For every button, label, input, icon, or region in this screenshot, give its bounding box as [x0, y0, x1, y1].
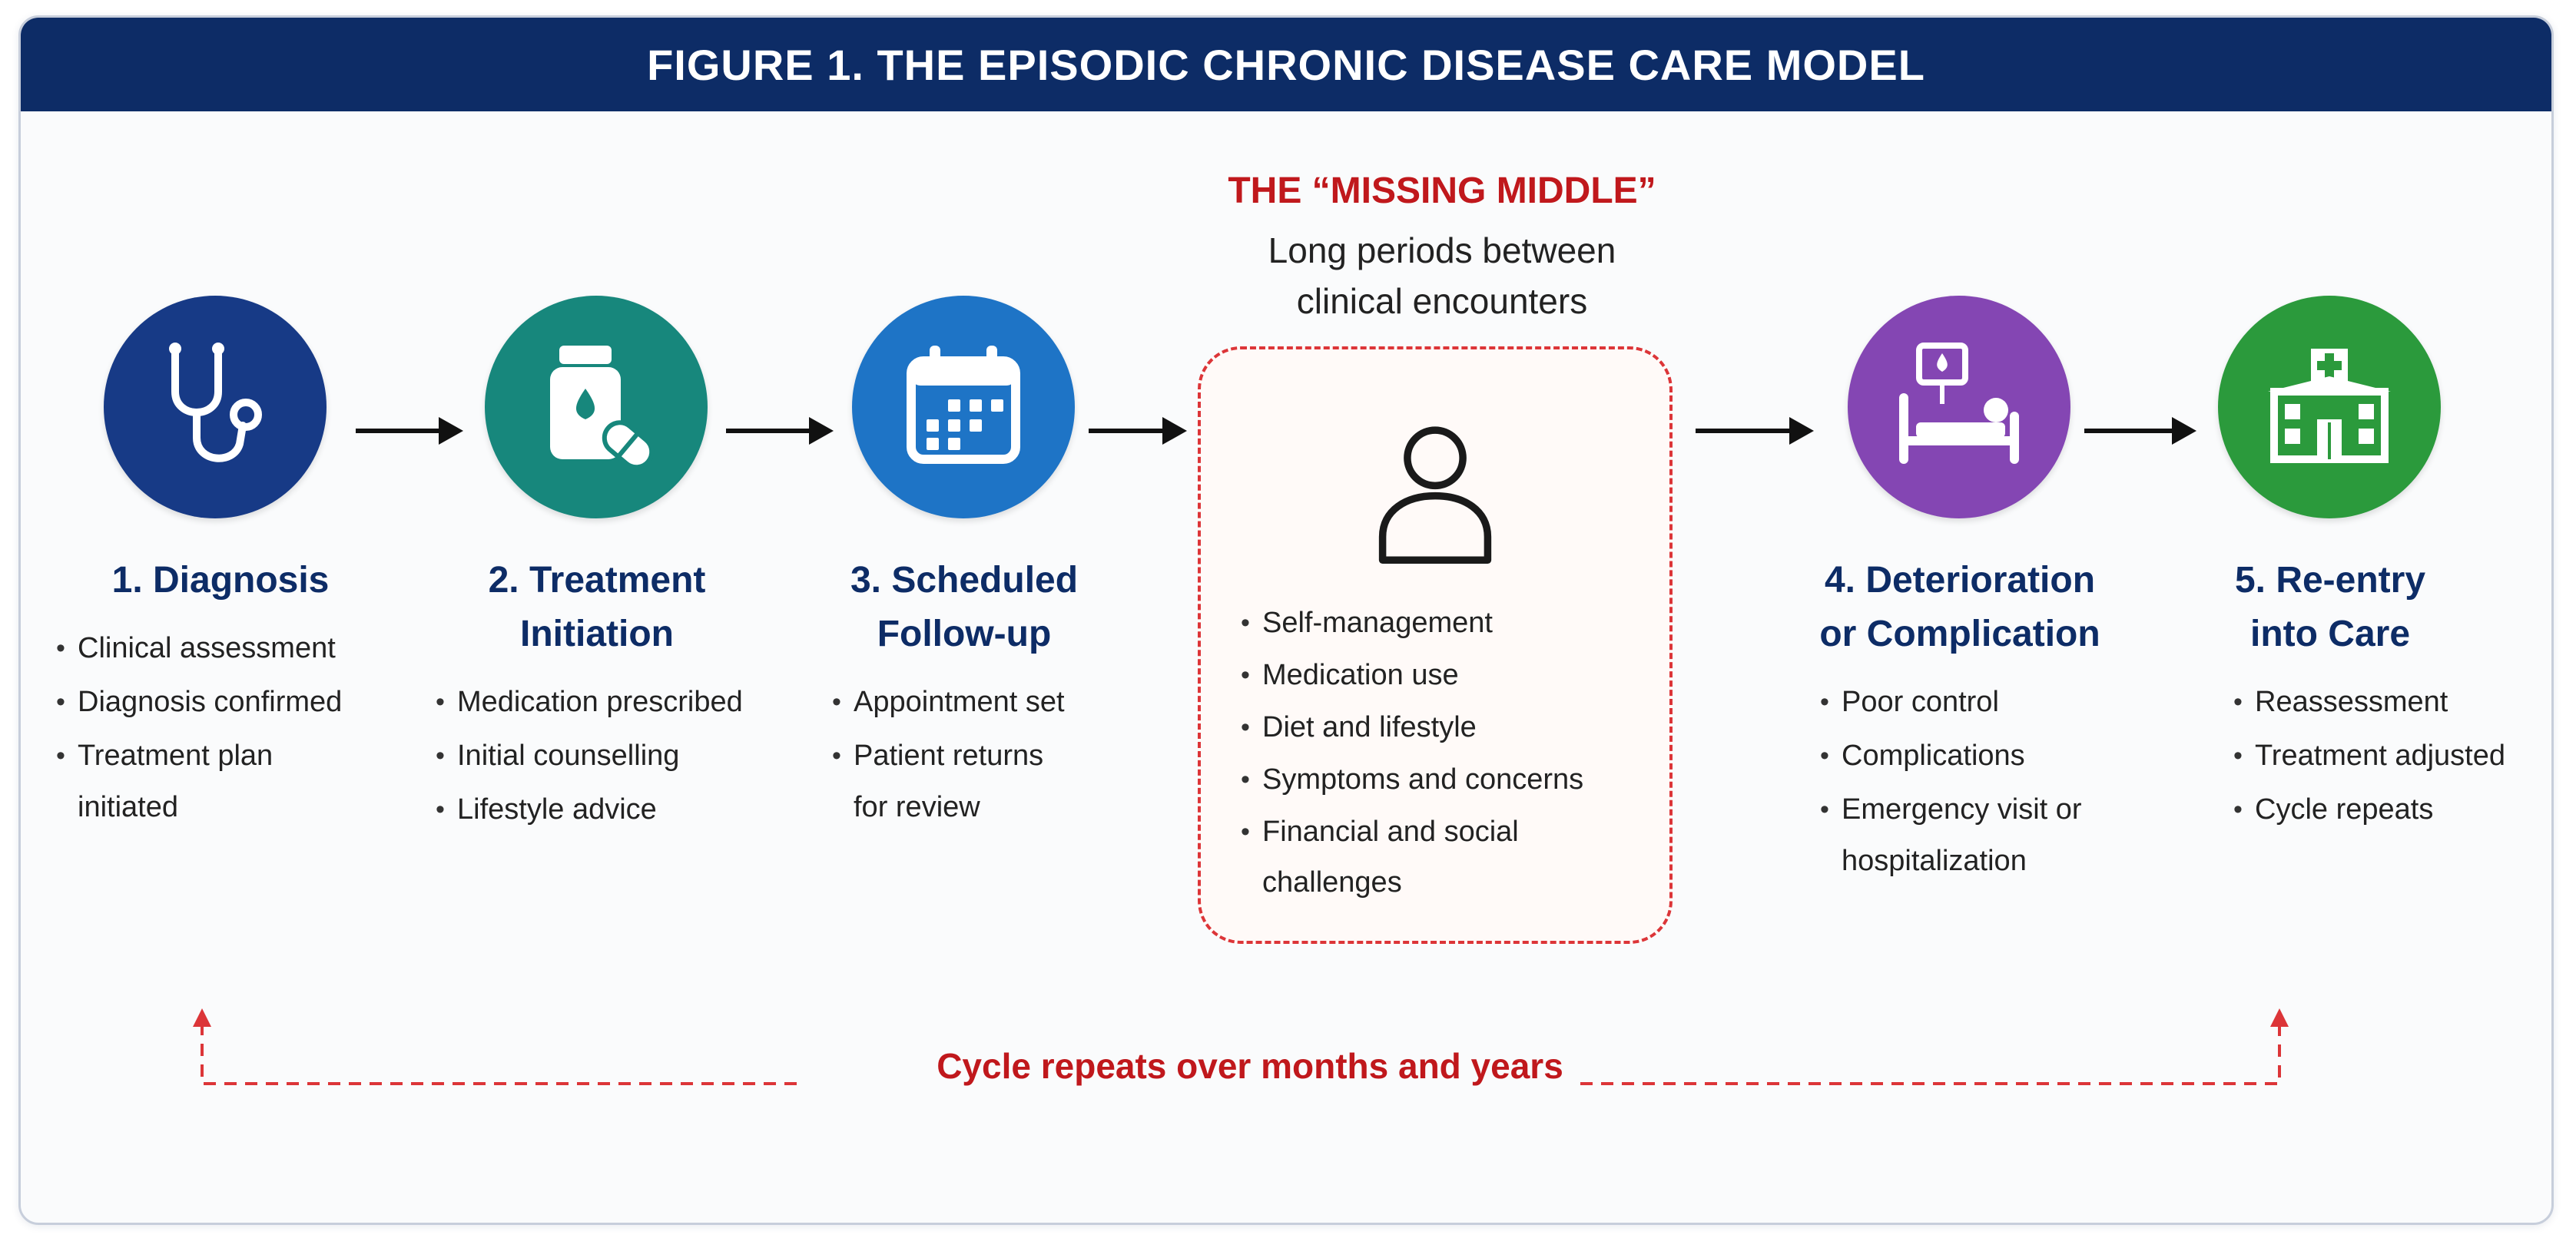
followup-bullets: Appointment set Patient returns for revi…: [832, 675, 1065, 832]
step-title-diagnosis: 1. Diagnosis: [111, 560, 330, 601]
calendar-icon: [907, 346, 1020, 464]
step-title-followup: 3. Scheduled Follow-up: [850, 560, 1079, 654]
deterioration-bullets: Poor control Complications Emergency vis…: [1820, 675, 2082, 886]
person-icon: [1378, 426, 1492, 564]
arrow-right-icon: [1089, 417, 1187, 445]
missing-middle-box: Self-management Medication use Diet and …: [1198, 346, 1673, 944]
step-title-treatment: 2. Treatment Initiation: [488, 560, 706, 654]
followup-circle: [852, 296, 1075, 518]
list-item: Initial counselling: [436, 729, 743, 783]
list-item: Cycle repeats: [2233, 783, 2505, 836]
list-item: Emergency visit or hospitalization: [1820, 783, 2082, 886]
list-item: Appointment set: [832, 675, 1065, 729]
list-item: Lifestyle advice: [436, 783, 743, 836]
list-item: Medication use: [1241, 649, 1583, 701]
list-item: Reassessment: [2233, 675, 2505, 729]
list-item: Medication prescribed: [436, 675, 743, 729]
treatment-circle: [485, 296, 708, 518]
cycle-return-arrows: [193, 1008, 2289, 1085]
hospital-bed-icon: [1899, 343, 2019, 464]
list-item: Poor control: [1820, 675, 2082, 729]
arrow-up-icon: [193, 1008, 211, 1027]
list-item: Complications: [1820, 729, 2082, 783]
list-item: Treatment adjusted: [2233, 729, 2505, 783]
list-item: Diagnosis confirmed: [56, 675, 342, 729]
diagnosis-bullets: Clinical assessment Diagnosis confirmed …: [56, 621, 342, 832]
reentry-circle: [2218, 296, 2441, 518]
missing-middle-title: THE “MISSING MIDDLE”: [1228, 170, 1656, 211]
list-item: Symptoms and concerns: [1241, 753, 1583, 806]
arrow-right-icon: [356, 417, 463, 445]
missing-middle-bullets: Self-management Medication use Diet and …: [1241, 597, 1583, 907]
figure-title: FIGURE 1. THE EPISODIC CHRONIC DISEASE C…: [647, 40, 1925, 89]
figure-frame: FIGURE 1. THE EPISODIC CHRONIC DISEASE C…: [18, 15, 2554, 1225]
list-item: Treatment plan initiated: [56, 729, 342, 832]
arrow-up-icon: [2270, 1008, 2289, 1027]
cycle-note: Cycle repeats over months and years: [937, 1046, 1563, 1086]
stethoscope-icon: [169, 343, 262, 462]
arrow-right-icon: [726, 417, 834, 445]
list-item: Self-management: [1241, 597, 1583, 649]
list-item: Financial and social challenges: [1241, 806, 1583, 907]
list-item: Clinical assessment: [56, 621, 342, 675]
list-item: Diet and lifestyle: [1241, 701, 1583, 753]
reentry-bullets: Reassessment Treatment adjusted Cycle re…: [2233, 675, 2505, 836]
arrow-right-icon: [2084, 417, 2196, 445]
medicine-bottle-icon: [550, 346, 655, 470]
deterioration-circle: [1848, 296, 2070, 518]
list-item: Patient returns for review: [832, 729, 1065, 832]
hospital-building-icon: [2268, 349, 2391, 463]
step-title-deterioration: 4. Deterioration or Complication: [1819, 560, 2100, 654]
arrow-right-icon: [1696, 417, 1814, 445]
missing-middle-subtitle: Long periods between clinical encounters: [1268, 230, 1616, 321]
treatment-bullets: Medication prescribed Initial counsellin…: [436, 675, 743, 836]
step-title-reentry: 5. Re-entry into Care: [2234, 560, 2426, 654]
figure-title-banner: FIGURE 1. THE EPISODIC CHRONIC DISEASE C…: [21, 18, 2551, 111]
diagnosis-circle: [104, 296, 327, 518]
